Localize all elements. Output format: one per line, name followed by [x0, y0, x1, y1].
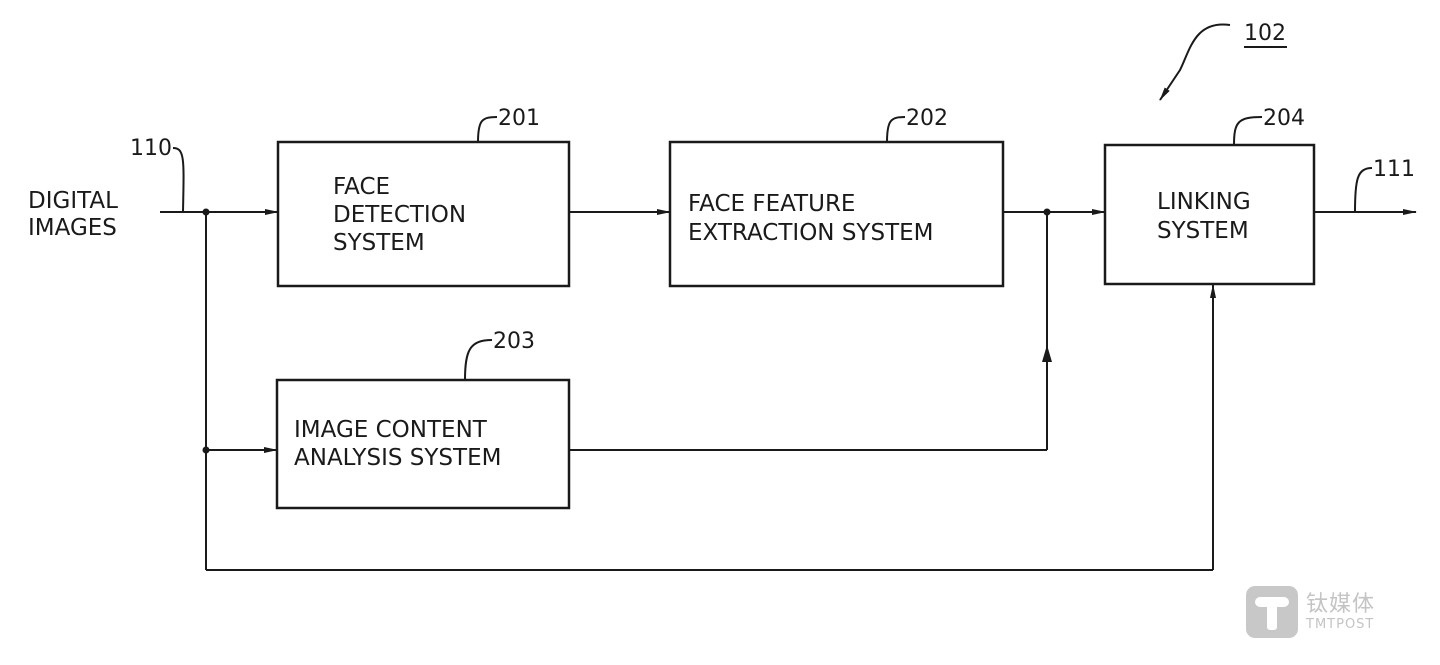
output-ref-leader: [1354, 167, 1373, 213]
block-ref: 201: [498, 106, 540, 131]
block-text: FACE: [333, 174, 390, 200]
block-text: FACE FEATURE: [688, 191, 855, 217]
block-ref: 204: [1263, 106, 1305, 131]
watermark-cn: 钛媒体: [1306, 591, 1376, 617]
block-text: IMAGE CONTENT: [294, 417, 488, 443]
input-ref-leader: [172, 147, 185, 213]
block-text: SYSTEM: [333, 230, 425, 256]
figure-ref-label: 102: [1244, 21, 1286, 46]
input-label-line2: IMAGES: [28, 215, 117, 241]
watermark: 钛媒体 TMTPOST: [1246, 586, 1375, 638]
block-text: ANALYSIS SYSTEM: [294, 445, 501, 471]
output-ref-label: 111: [1373, 157, 1415, 182]
block-ref: 203: [493, 329, 535, 354]
block-ref: 202: [906, 106, 948, 131]
block-text: EXTRACTION SYSTEM: [688, 220, 934, 246]
input-label-line1: DIGITAL: [28, 188, 118, 214]
block-face-detection: FACE DETECTION SYSTEM 201: [276, 106, 571, 288]
block-linking-system: LINKING SYSTEM 204: [1103, 106, 1316, 286]
watermark-en: TMTPOST: [1306, 616, 1375, 632]
tmtpost-logo-icon: [1246, 586, 1298, 638]
block-face-feature-extraction: FACE FEATURE EXTRACTION SYSTEM 202: [668, 106, 1005, 288]
block-text: DETECTION: [333, 202, 466, 228]
block-text: SYSTEM: [1157, 218, 1249, 244]
input-ref-label: 110: [130, 136, 172, 161]
figure-ref-arrow: [1159, 23, 1231, 101]
block-image-content-analysis: IMAGE CONTENT ANALYSIS SYSTEM 203: [275, 329, 571, 510]
analysis-up-arrowhead: [1042, 345, 1052, 362]
block-text: LINKING: [1157, 189, 1251, 215]
